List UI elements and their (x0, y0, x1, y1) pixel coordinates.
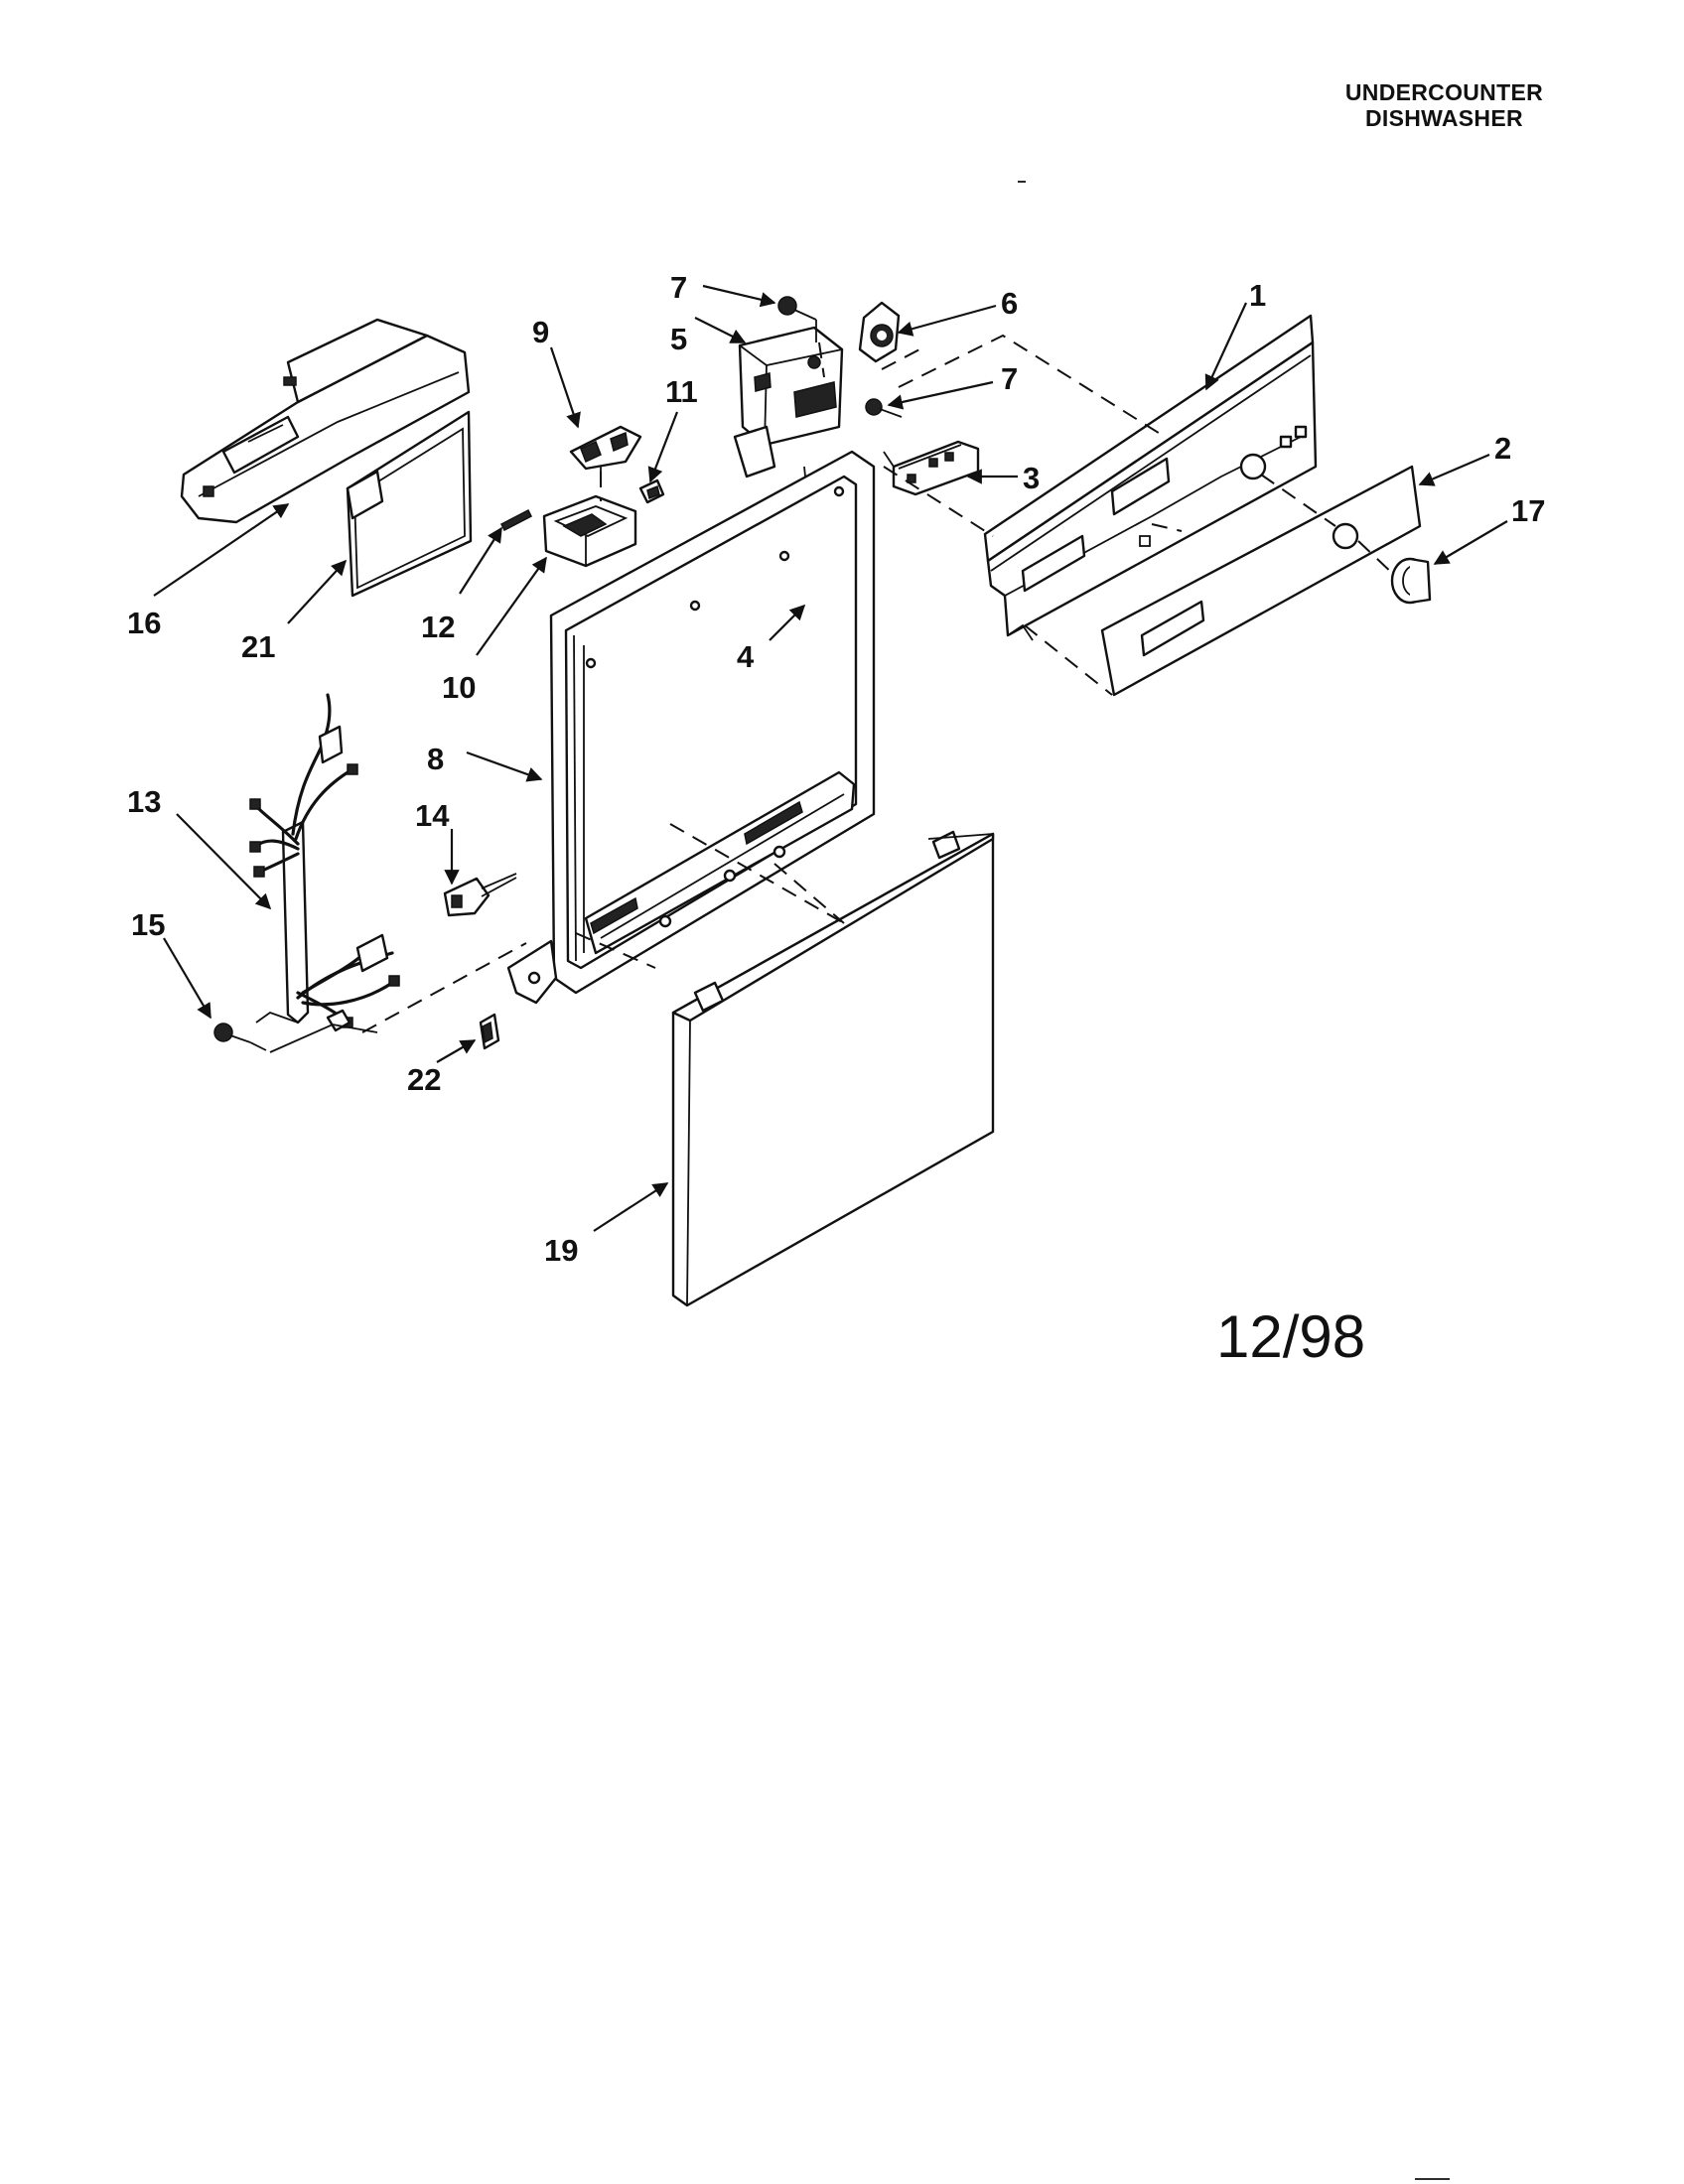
part-15-screw (213, 1023, 267, 1051)
part-19-outer-panel (671, 830, 995, 1307)
diagram-title: UNDERCOUNTER DISHWASHER (1345, 79, 1543, 131)
part-1-control-panel (983, 314, 1318, 641)
callout-leaders (153, 284, 1508, 1232)
part-12-spacer (499, 508, 533, 532)
part-8-inner-door (506, 450, 876, 1005)
part-16-dispenser-housing (180, 318, 471, 524)
part-6-dial (858, 301, 901, 363)
callout-14: 14 (415, 798, 450, 833)
assembly-lines (361, 334, 1396, 1033)
callout-13: 13 (127, 784, 161, 819)
callout-12: 12 (421, 610, 455, 644)
callout-10: 10 (442, 670, 476, 705)
part-22-clip (479, 1013, 500, 1050)
callout-16: 16 (127, 606, 161, 640)
callout-17: 17 (1511, 493, 1545, 528)
part-17-knob (1390, 557, 1432, 605)
callout-4: 4 (737, 639, 755, 674)
part-3-switch-module (883, 440, 980, 496)
callout-19: 19 (544, 1233, 578, 1268)
title-line-1: UNDERCOUNTER (1344, 79, 1543, 105)
callout-15: 15 (131, 907, 165, 942)
part-5-timer (733, 326, 844, 487)
callout-11: 11 (665, 374, 698, 409)
callout-2: 2 (1494, 431, 1511, 466)
part-11-bumper (638, 478, 665, 504)
part-21-insulation (346, 410, 473, 598)
part-9-switch (569, 425, 642, 486)
callout-6: 6 (1001, 286, 1018, 321)
part-14-door-switch (443, 873, 517, 917)
title-line-2: DISHWASHER (1364, 105, 1523, 131)
callout-22: 22 (407, 1062, 441, 1097)
callout-1: 1 (1249, 278, 1266, 313)
part-13-wire-harness (249, 693, 400, 1053)
callout-5: 5 (670, 322, 687, 356)
callout-7-upper: 7 (670, 270, 687, 305)
callout-3: 3 (1023, 461, 1040, 495)
part-2-panel-overlay (1100, 465, 1422, 697)
callout-labels: 1 2 3 4 5 6 7 7 8 9 10 11 12 13 14 15 16… (127, 270, 1545, 1268)
callout-9: 9 (532, 315, 549, 349)
callout-8: 8 (427, 742, 444, 776)
part-7-screw-upper (777, 296, 817, 342)
callout-7-lower: 7 (1001, 361, 1018, 396)
part-7-screw-lower (865, 398, 903, 418)
revision-date: 12/98 (1216, 1303, 1366, 1370)
part-10-latch-housing (542, 494, 637, 568)
callout-21: 21 (241, 629, 275, 664)
